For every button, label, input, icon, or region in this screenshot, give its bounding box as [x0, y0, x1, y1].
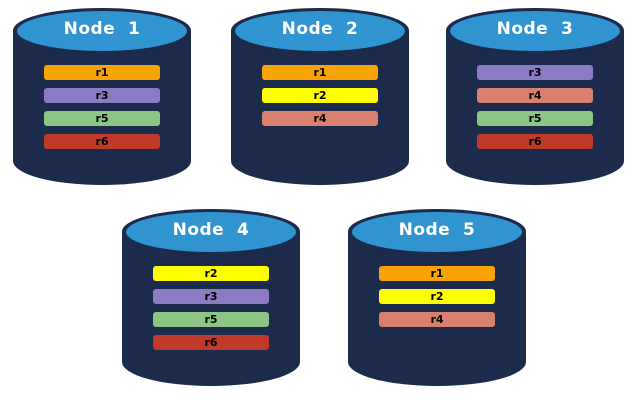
- replica-bar-r3: r3: [153, 289, 269, 304]
- replica-label: r6: [528, 135, 542, 148]
- node-3-cylinder-body: [446, 30, 624, 185]
- replica-bar-r6: r6: [153, 335, 269, 350]
- node-5-cylinder-cap-top: [352, 212, 522, 252]
- node-1-cylinder-cap-top: [17, 11, 187, 51]
- node-4-title: Node 4: [172, 220, 250, 240]
- replica-bar-r5: r5: [44, 111, 160, 126]
- replica-label: r5: [95, 112, 109, 125]
- node-1-title: Node 1: [63, 19, 141, 39]
- replica-bar-r3: r3: [477, 65, 593, 80]
- replica-bar-r4: r4: [379, 312, 495, 327]
- node-3-title: Node 3: [496, 19, 574, 39]
- replica-bar-r6: r6: [477, 134, 593, 149]
- replica-label: r4: [430, 313, 444, 326]
- replica-label: r2: [313, 89, 327, 102]
- node-2-cylinder-body: [231, 30, 409, 185]
- node-5-cylinder-cap: Node 5: [348, 209, 526, 254]
- replica-bar-r1: r1: [262, 65, 378, 80]
- replica-bar-r3: r3: [44, 88, 160, 103]
- replica-label: r4: [313, 112, 327, 125]
- node-4-replica-list: r2 r3 r5 r6: [153, 266, 269, 350]
- node-2-title: Node 2: [281, 19, 359, 39]
- replica-bar-r1: r1: [379, 266, 495, 281]
- node-4-cylinder-body: [122, 231, 300, 386]
- node-1-cylinder-body: [13, 30, 191, 185]
- replica-bar-r4: r4: [262, 111, 378, 126]
- replica-label: r3: [528, 66, 542, 79]
- replica-label: r3: [204, 290, 218, 303]
- node-5-title: Node 5: [398, 220, 476, 240]
- node-3-replica-list: r3 r4 r5 r6: [477, 65, 593, 149]
- replica-bar-r2: r2: [153, 266, 269, 281]
- node-2-replica-list: r1 r2 r4: [262, 65, 378, 126]
- node-4-cylinder-cap: Node 4: [122, 209, 300, 254]
- replica-bar-r5: r5: [477, 111, 593, 126]
- replica-label: r4: [528, 89, 542, 102]
- node-2-cylinder-cap-top: [235, 11, 405, 51]
- replica-bar-r6: r6: [44, 134, 160, 149]
- node-5: Node 5 r1 r2 r4: [348, 209, 526, 386]
- node-1-cylinder-cap: Node 1: [13, 8, 191, 53]
- replica-label: r2: [204, 267, 218, 280]
- node-2-cylinder-cap: Node 2: [231, 8, 409, 53]
- node-3-cylinder-cap-top: [450, 11, 620, 51]
- node-2: Node 2 r1 r2 r4: [231, 8, 409, 185]
- replica-label: r6: [204, 336, 218, 349]
- node-5-replica-list: r1 r2 r4: [379, 266, 495, 327]
- replica-bar-r5: r5: [153, 312, 269, 327]
- node-4: Node 4 r2 r3 r5 r6: [122, 209, 300, 386]
- replica-bar-r1: r1: [44, 65, 160, 80]
- replica-bar-r2: r2: [262, 88, 378, 103]
- node-1-replica-list: r1 r3 r5 r6: [44, 65, 160, 149]
- node-1: Node 1 r1 r3 r5 r6: [13, 8, 191, 185]
- node-3: Node 3 r3 r4 r5 r6: [446, 8, 624, 185]
- replica-bar-r4: r4: [477, 88, 593, 103]
- replica-label: r6: [95, 135, 109, 148]
- replica-label: r1: [95, 66, 109, 79]
- node-3-cylinder-cap: Node 3: [446, 8, 624, 53]
- replica-label: r5: [204, 313, 218, 326]
- replica-label: r1: [313, 66, 327, 79]
- replica-label: r2: [430, 290, 444, 303]
- node-5-cylinder-body: [348, 231, 526, 386]
- replica-bar-r2: r2: [379, 289, 495, 304]
- replica-label: r3: [95, 89, 109, 102]
- replica-label: r5: [528, 112, 542, 125]
- replica-label: r1: [430, 267, 444, 280]
- node-4-cylinder-cap-top: [126, 212, 296, 252]
